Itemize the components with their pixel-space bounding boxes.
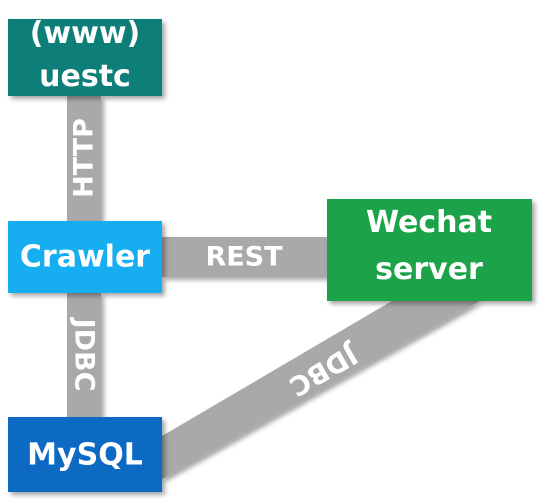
connector-crawler-mysql [67,293,101,417]
node-crawler [8,221,162,293]
node-wechat-line2: server [375,252,483,287]
connector-bar [67,293,101,417]
node-crawler-label: Crawler [20,240,150,275]
node-crawler-box [8,221,162,293]
node-uestc-box [8,19,162,96]
node-mysql [8,417,162,492]
connector-wechat-mysql [162,301,480,479]
connector-bar [67,96,101,221]
edge-label-rest: REST [205,242,283,273]
connector-crawler-wechat [162,237,327,277]
node-mysql-label: MySQL [27,438,143,473]
node-wechat [327,199,532,301]
node-uestc-line2: uestc [39,59,131,94]
edge-label-jdbc-vertical: JDBC [69,317,100,392]
node-wechat-box [327,199,532,301]
edge-label-http: HTTP [69,118,100,198]
node-uestc [8,19,162,96]
node-wechat-line1: Wechat [366,205,492,240]
connector-uestc-crawler [67,96,101,221]
connector-bar [162,237,327,277]
node-uestc-line1: (www) [30,16,141,51]
connector-bar [162,301,480,479]
node-mysql-box [8,417,162,492]
